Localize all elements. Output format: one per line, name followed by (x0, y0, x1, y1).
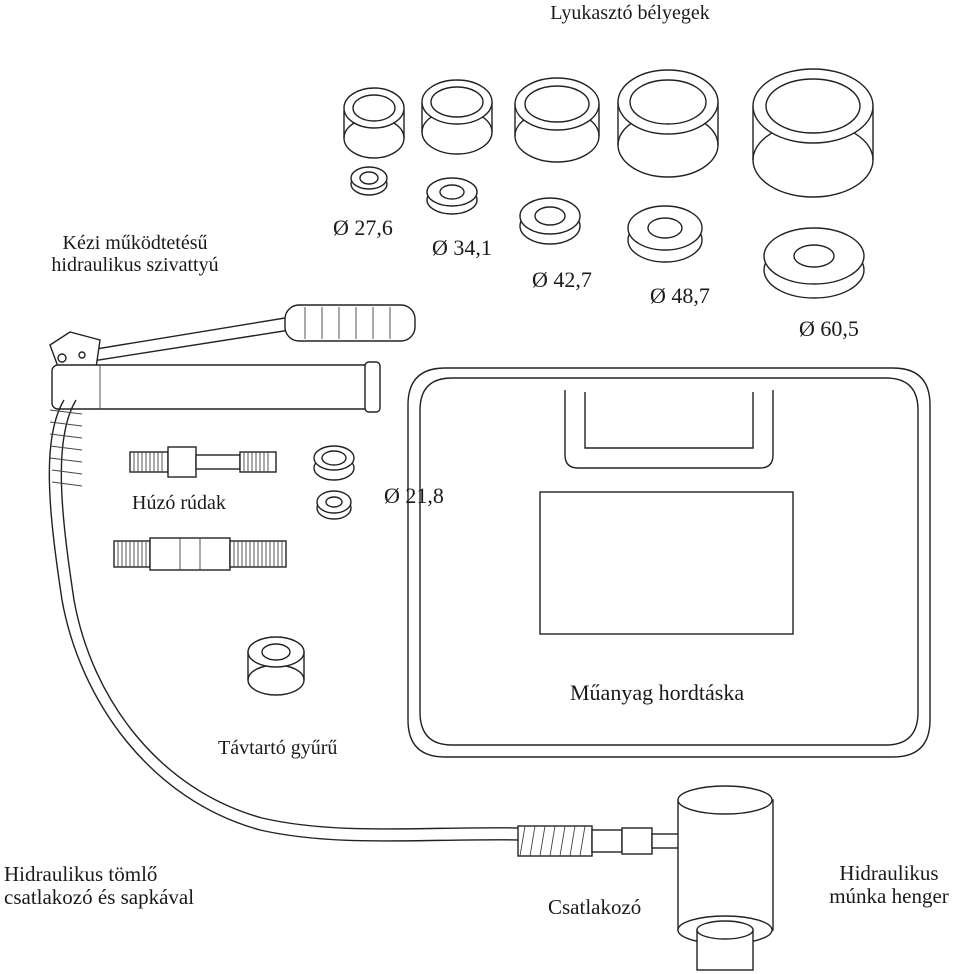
cylinder-label: Hidraulikus múnka henger (820, 861, 958, 909)
cylinder-label-line-2: múnka henger (829, 884, 949, 909)
plastic-case-label: Műanyag hordtáska (570, 680, 745, 705)
hand-pump (49, 304, 416, 413)
punch-stem-60-5 (763, 227, 865, 299)
hose-label-line-2: csatlakozó és sapkával (4, 885, 195, 910)
hand-pump-label-line-1: Kézi működtetésű (62, 232, 208, 254)
diameter-48-7-label: Ø 48,7 (650, 283, 710, 308)
carry-case (407, 367, 931, 758)
diameter-60-5-label: Ø 60,5 (799, 316, 859, 341)
hand-pump-label-line-2: hidraulikus szivattyú (51, 254, 219, 276)
punch-die-48-7 (617, 69, 719, 178)
spacer-ring (247, 636, 305, 696)
punch-stem-27-6 (350, 166, 388, 196)
connector-label: Csatlakozó (548, 895, 642, 919)
diameter-27-6-label: Ø 27,6 (333, 215, 393, 240)
spacer-ring-label: Távtartó gyűrű (218, 737, 338, 759)
punch-stamps-label: Lyukasztó bélyegek (550, 2, 710, 24)
hose-label-line-1: Hidraulikus tömlő (4, 862, 158, 886)
diameter-42-7-label: Ø 42,7 (532, 267, 592, 292)
pull-rod-long (113, 537, 287, 571)
punch-die-27-6 (343, 87, 405, 159)
punch-stem-48-7 (627, 205, 703, 263)
hydraulic-cylinder (677, 785, 774, 971)
hose-label: Hidraulikus tömlő csatlakozó és sapkával (4, 862, 195, 910)
pull-rod-short (129, 446, 277, 478)
punch-die-42-7 (514, 77, 600, 163)
hydraulic-hose (48, 399, 681, 857)
diameter-21-8-label: Ø 21,8 (384, 483, 444, 508)
punch-stem-42-7 (519, 197, 581, 245)
punch-21-8 (313, 445, 355, 520)
punch-die-60-5 (752, 68, 874, 198)
diameter-34-1-label: Ø 34,1 (432, 235, 492, 260)
pull-rods-label: Húzó rúdak (132, 492, 226, 514)
cylinder-label-line-1: Hidraulikus (839, 861, 939, 885)
hand-pump-label: Kézi működtetésű hidraulikus szivattyú (20, 232, 250, 276)
punch-die-34-1 (421, 79, 493, 155)
punch-stem-34-1 (426, 177, 478, 215)
